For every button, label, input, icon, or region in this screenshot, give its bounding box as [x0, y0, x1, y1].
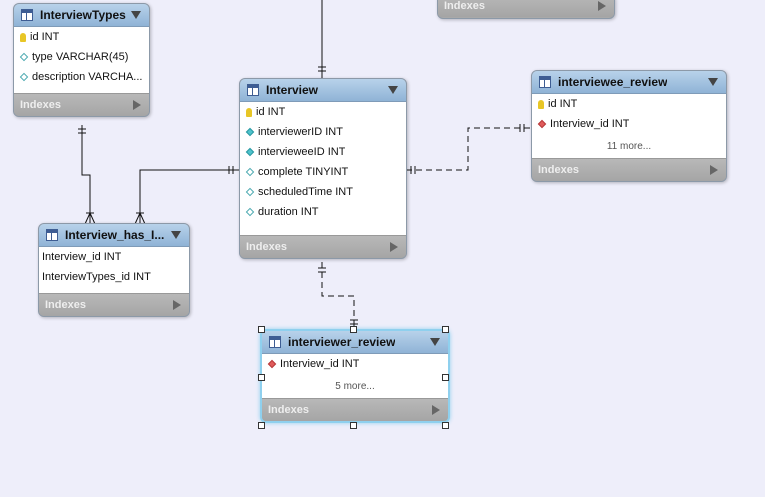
- table-icon: [539, 76, 551, 88]
- column-row[interactable]: id INT: [14, 27, 149, 47]
- collapse-toggle-icon[interactable]: [430, 338, 440, 346]
- indexes-label: Indexes: [268, 404, 309, 416]
- table-title: Interview: [266, 83, 319, 97]
- expand-indexes-icon[interactable]: [432, 405, 440, 415]
- indexes-bar[interactable]: Indexes: [39, 293, 189, 316]
- resize-handle-top-left[interactable]: [258, 326, 265, 333]
- column-row[interactable]: InterviewTypes_id INT: [42, 271, 151, 283]
- table-interview[interactable]: Interview id INT interviewerID INT inter…: [239, 78, 407, 259]
- table-title: InterviewTypes: [40, 8, 126, 22]
- column-diamond-icon: [19, 72, 29, 82]
- column-list: id INT Interview_id INT 11 more...: [532, 94, 726, 158]
- spacer: [240, 222, 406, 235]
- column-diamond-icon: [245, 187, 255, 197]
- resize-handle-top[interactable]: [350, 326, 357, 333]
- expand-indexes-icon[interactable]: [710, 165, 718, 175]
- column-row[interactable]: id INT: [240, 102, 406, 122]
- table-title: interviewer_review: [288, 335, 396, 349]
- more-columns-link[interactable]: 5 more...: [335, 380, 375, 392]
- indexes-bar[interactable]: Indexes: [240, 235, 406, 258]
- relationship-interviewtypes-to-junction[interactable]: [78, 125, 96, 225]
- table-icon: [46, 229, 58, 241]
- resize-handle-bottom-right[interactable]: [442, 422, 449, 429]
- table-interview-types[interactable]: InterviewTypes id INT type VARCHAR(45) d…: [13, 3, 150, 117]
- indexes-bar[interactable]: Indexes: [262, 398, 448, 421]
- relationship-top-to-interview[interactable]: [318, 0, 326, 79]
- collapse-toggle-icon[interactable]: [708, 78, 718, 86]
- not-null-column-icon: [245, 127, 255, 137]
- expand-indexes-icon[interactable]: [133, 100, 141, 110]
- column-diamond-icon: [245, 167, 255, 177]
- resize-handle-right[interactable]: [442, 374, 449, 381]
- column-diamond-icon: [19, 52, 29, 62]
- column-row[interactable]: Interview_id INT: [42, 251, 122, 263]
- table-title: Interview_has_I...: [65, 228, 165, 242]
- table-icon: [21, 9, 33, 21]
- column-row[interactable]: Interview_id INT: [532, 114, 726, 134]
- collapse-toggle-icon[interactable]: [171, 231, 181, 239]
- table-interviewer-review[interactable]: interviewer_review Interview_id INT 5 mo…: [260, 329, 450, 423]
- indexes-bar[interactable]: Indexes: [14, 93, 149, 116]
- indexes-label: Indexes: [246, 241, 287, 253]
- column-list: Interview_id INT 5 more...: [262, 354, 448, 398]
- table-icon: [247, 84, 259, 96]
- column-row[interactable]: complete TINYINT: [240, 162, 406, 182]
- indexes-label: Indexes: [444, 0, 485, 12]
- column-row[interactable]: id INT: [532, 94, 726, 114]
- primary-key-icon: [246, 107, 252, 117]
- resize-handle-bottom[interactable]: [350, 422, 357, 429]
- column-row[interactable]: intervieweeID INT: [240, 142, 406, 162]
- expand-indexes-icon[interactable]: [173, 300, 181, 310]
- resize-handle-top-right[interactable]: [442, 326, 449, 333]
- column-list: id INT interviewerID INT intervieweeID I…: [240, 102, 406, 235]
- not-null-column-icon: [245, 147, 255, 157]
- column-row[interactable]: Interview_id INT: [262, 354, 448, 374]
- indexes-label: Indexes: [45, 299, 86, 311]
- foreign-key-icon: [537, 119, 547, 129]
- table-partial-top[interactable]: Indexes: [437, 0, 615, 19]
- column-list: Interview_id INT InterviewTypes_id INT: [39, 247, 189, 293]
- expand-indexes-icon[interactable]: [598, 1, 606, 11]
- relationship-interview-to-interviewer-review[interactable]: [318, 262, 358, 332]
- table-header[interactable]: InterviewTypes: [14, 4, 149, 27]
- table-header[interactable]: interviewee_review: [532, 71, 726, 94]
- column-row[interactable]: description VARCHA...: [14, 67, 149, 87]
- column-row[interactable]: type VARCHAR(45): [14, 47, 149, 67]
- resize-handle-bottom-left[interactable]: [258, 422, 265, 429]
- indexes-label: Indexes: [538, 164, 579, 176]
- column-list: id INT type VARCHAR(45) description VARC…: [14, 27, 149, 93]
- primary-key-icon: [20, 32, 26, 42]
- table-header[interactable]: interviewer_review: [262, 331, 448, 354]
- column-row[interactable]: interviewerID INT: [240, 122, 406, 142]
- collapse-toggle-icon[interactable]: [388, 86, 398, 94]
- table-header[interactable]: Interview_has_I...: [39, 224, 189, 247]
- table-interview-has-interview-types[interactable]: Interview_has_I... Interview_id INT Inte…: [38, 223, 190, 317]
- table-title: interviewee_review: [558, 75, 668, 89]
- relationship-interview-to-junction[interactable]: [134, 166, 240, 225]
- table-icon: [269, 336, 281, 348]
- collapse-toggle-icon[interactable]: [131, 11, 141, 19]
- foreign-key-icon: [267, 359, 277, 369]
- indexes-bar[interactable]: Indexes: [438, 0, 614, 17]
- table-header[interactable]: Interview: [240, 79, 406, 102]
- column-row[interactable]: scheduledTime INT: [240, 182, 406, 202]
- table-interviewee-review[interactable]: interviewee_review id INT Interview_id I…: [531, 70, 727, 182]
- relationship-interview-to-interviewee-review[interactable]: [406, 124, 532, 174]
- column-diamond-icon: [245, 207, 255, 217]
- resize-handle-left[interactable]: [258, 374, 265, 381]
- more-columns-link[interactable]: 11 more...: [606, 140, 652, 152]
- indexes-bar[interactable]: Indexes: [532, 158, 726, 181]
- expand-indexes-icon[interactable]: [390, 242, 398, 252]
- column-row[interactable]: duration INT: [240, 202, 406, 222]
- primary-key-icon: [538, 99, 544, 109]
- indexes-label: Indexes: [20, 99, 61, 111]
